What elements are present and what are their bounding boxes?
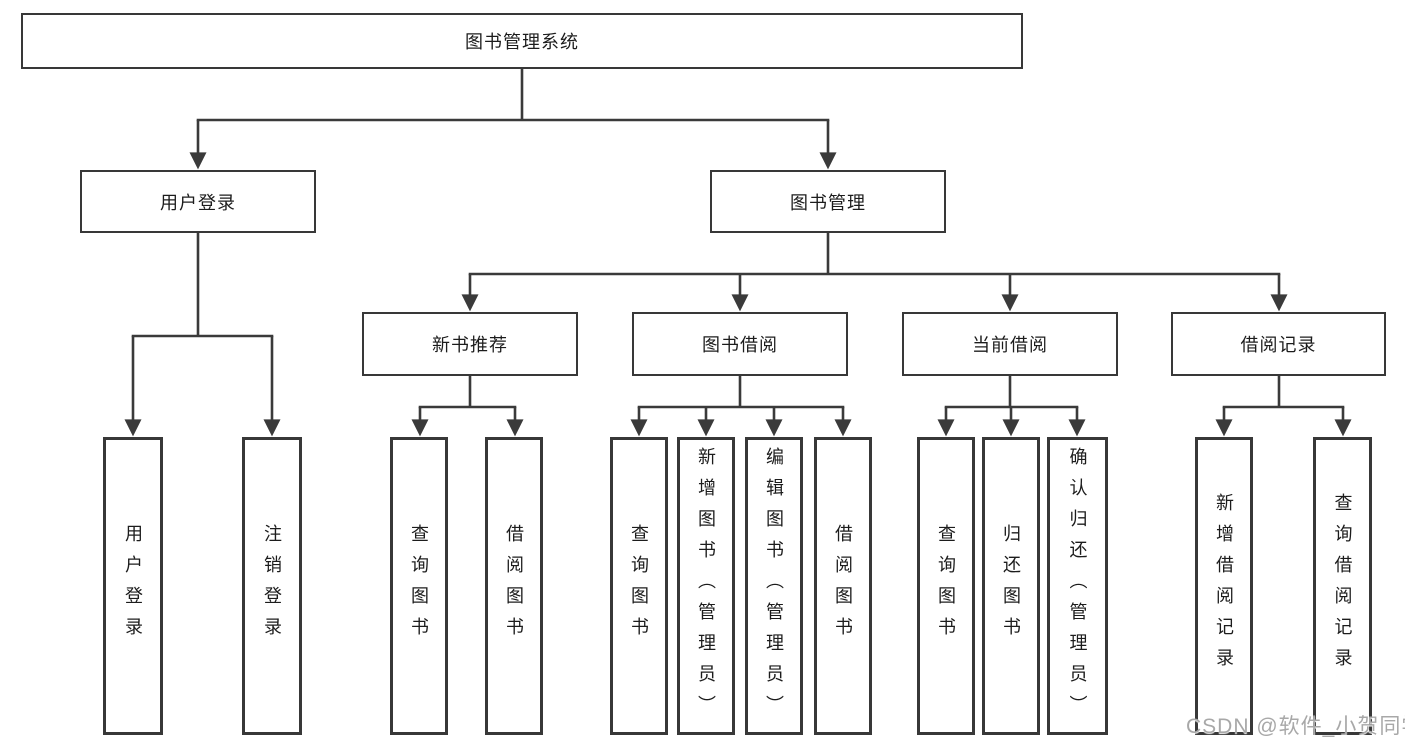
leaf-logout: 注销登录: [242, 437, 302, 735]
leaf-current-return-books-label: 归还图书: [1001, 524, 1021, 648]
leaf-recommend-query-books: 查询图书: [390, 437, 448, 735]
node-root: 图书管理系统: [21, 13, 1023, 69]
leaf-recommend-borrow-books-label: 借阅图书: [504, 524, 524, 648]
node-user-login-label: 用户登录: [160, 192, 236, 213]
leaf-user-login: 用户登录: [103, 437, 163, 735]
node-root-label: 图书管理系统: [465, 32, 579, 52]
leaf-borrowing-query-books-label: 查询图书: [629, 524, 649, 648]
connector-arrows: [124, 120, 1352, 437]
leaf-user-login-label: 用户登录: [123, 524, 143, 648]
node-borrowing-records: 借阅记录: [1171, 312, 1386, 376]
leaf-current-confirm-return: 确认归还（管理员）: [1047, 437, 1108, 735]
leaf-recommend-borrow-books: 借阅图书: [485, 437, 543, 735]
csdn-watermark: CSDN @软件_小贺同学: [1186, 715, 1405, 738]
leaf-current-confirm-return-label: 确认归还（管理员）: [1067, 446, 1088, 726]
node-book-management-label: 图书管理: [790, 192, 866, 213]
leaf-current-return-books: 归还图书: [982, 437, 1040, 735]
leaf-records-query-record: 查询借阅记录: [1313, 437, 1372, 735]
node-new-book-recommend-label: 新书推荐: [432, 335, 508, 355]
leaf-records-query-record-label: 查询借阅记录: [1332, 493, 1353, 679]
node-current-borrowing: 当前借阅: [902, 312, 1118, 376]
leaf-current-query-books: 查询图书: [917, 437, 975, 735]
leaf-recommend-query-books-label: 查询图书: [409, 524, 429, 648]
connector-rails: [131, 67, 1345, 409]
leaf-borrowing-borrow-books: 借阅图书: [814, 437, 872, 735]
leaf-current-query-books-label: 查询图书: [936, 524, 956, 648]
leaf-borrowing-query-books: 查询图书: [610, 437, 668, 735]
leaf-borrowing-edit-books: 编辑图书（管理员）: [745, 437, 803, 735]
leaf-borrowing-borrow-books-label: 借阅图书: [833, 524, 853, 648]
leaf-borrowing-add-books: 新增图书（管理员）: [677, 437, 735, 735]
node-current-borrowing-label: 当前借阅: [972, 335, 1048, 355]
node-borrowing-records-label: 借阅记录: [1240, 335, 1317, 355]
node-book-management: 图书管理: [710, 170, 946, 233]
node-user-login: 用户登录: [80, 170, 316, 233]
node-new-book-recommend: 新书推荐: [362, 312, 578, 376]
leaf-records-add-record-label: 新增借阅记录: [1214, 493, 1234, 679]
leaf-records-add-record: 新增借阅记录: [1195, 437, 1253, 735]
leaf-logout-label: 注销登录: [262, 524, 282, 648]
node-book-borrowing-label: 图书借阅: [702, 335, 778, 355]
node-book-borrowing: 图书借阅: [632, 312, 848, 376]
leaf-borrowing-add-books-label: 新增图书（管理员）: [696, 446, 716, 726]
leaf-borrowing-edit-books-label: 编辑图书（管理员）: [764, 446, 784, 726]
